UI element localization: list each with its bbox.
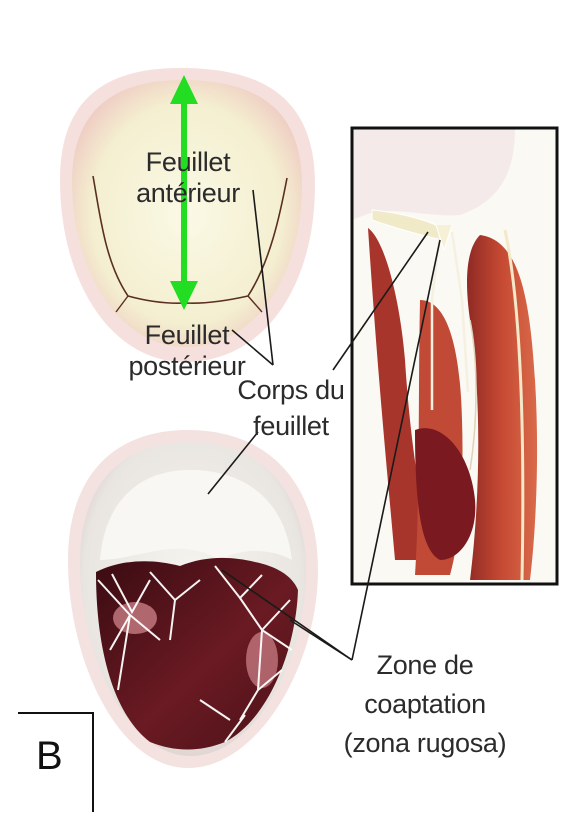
panel-letter: B: [36, 734, 63, 779]
label-feuillet-posterieur-line2: postérieur: [127, 351, 247, 382]
panel-letter-box: B: [18, 712, 94, 812]
label-zone-line1: Zone de: [340, 650, 510, 681]
bottom-valve-view: [68, 430, 318, 768]
label-zone-line2: coaptation: [340, 689, 510, 720]
label-corps-du-feuillet-line1: Corps du: [232, 375, 350, 406]
label-zone-de-coaptation: Zone de coaptation (zona rugosa): [340, 650, 510, 759]
label-zone-line3: (zona rugosa): [340, 728, 510, 759]
label-feuillet-anterieur-line1: Feuillet: [133, 147, 243, 178]
label-feuillet-posterieur: Feuillet postérieur: [127, 320, 247, 382]
label-feuillet-posterieur-line1: Feuillet: [127, 320, 247, 351]
top-valve-view: [60, 68, 315, 362]
label-feuillet-anterieur-line2: antérieur: [133, 178, 243, 209]
label-corps-du-feuillet: Corps du feuillet: [232, 375, 350, 442]
label-corps-du-feuillet-line2: feuillet: [232, 411, 350, 442]
label-feuillet-anterieur: Feuillet antérieur: [133, 147, 243, 209]
